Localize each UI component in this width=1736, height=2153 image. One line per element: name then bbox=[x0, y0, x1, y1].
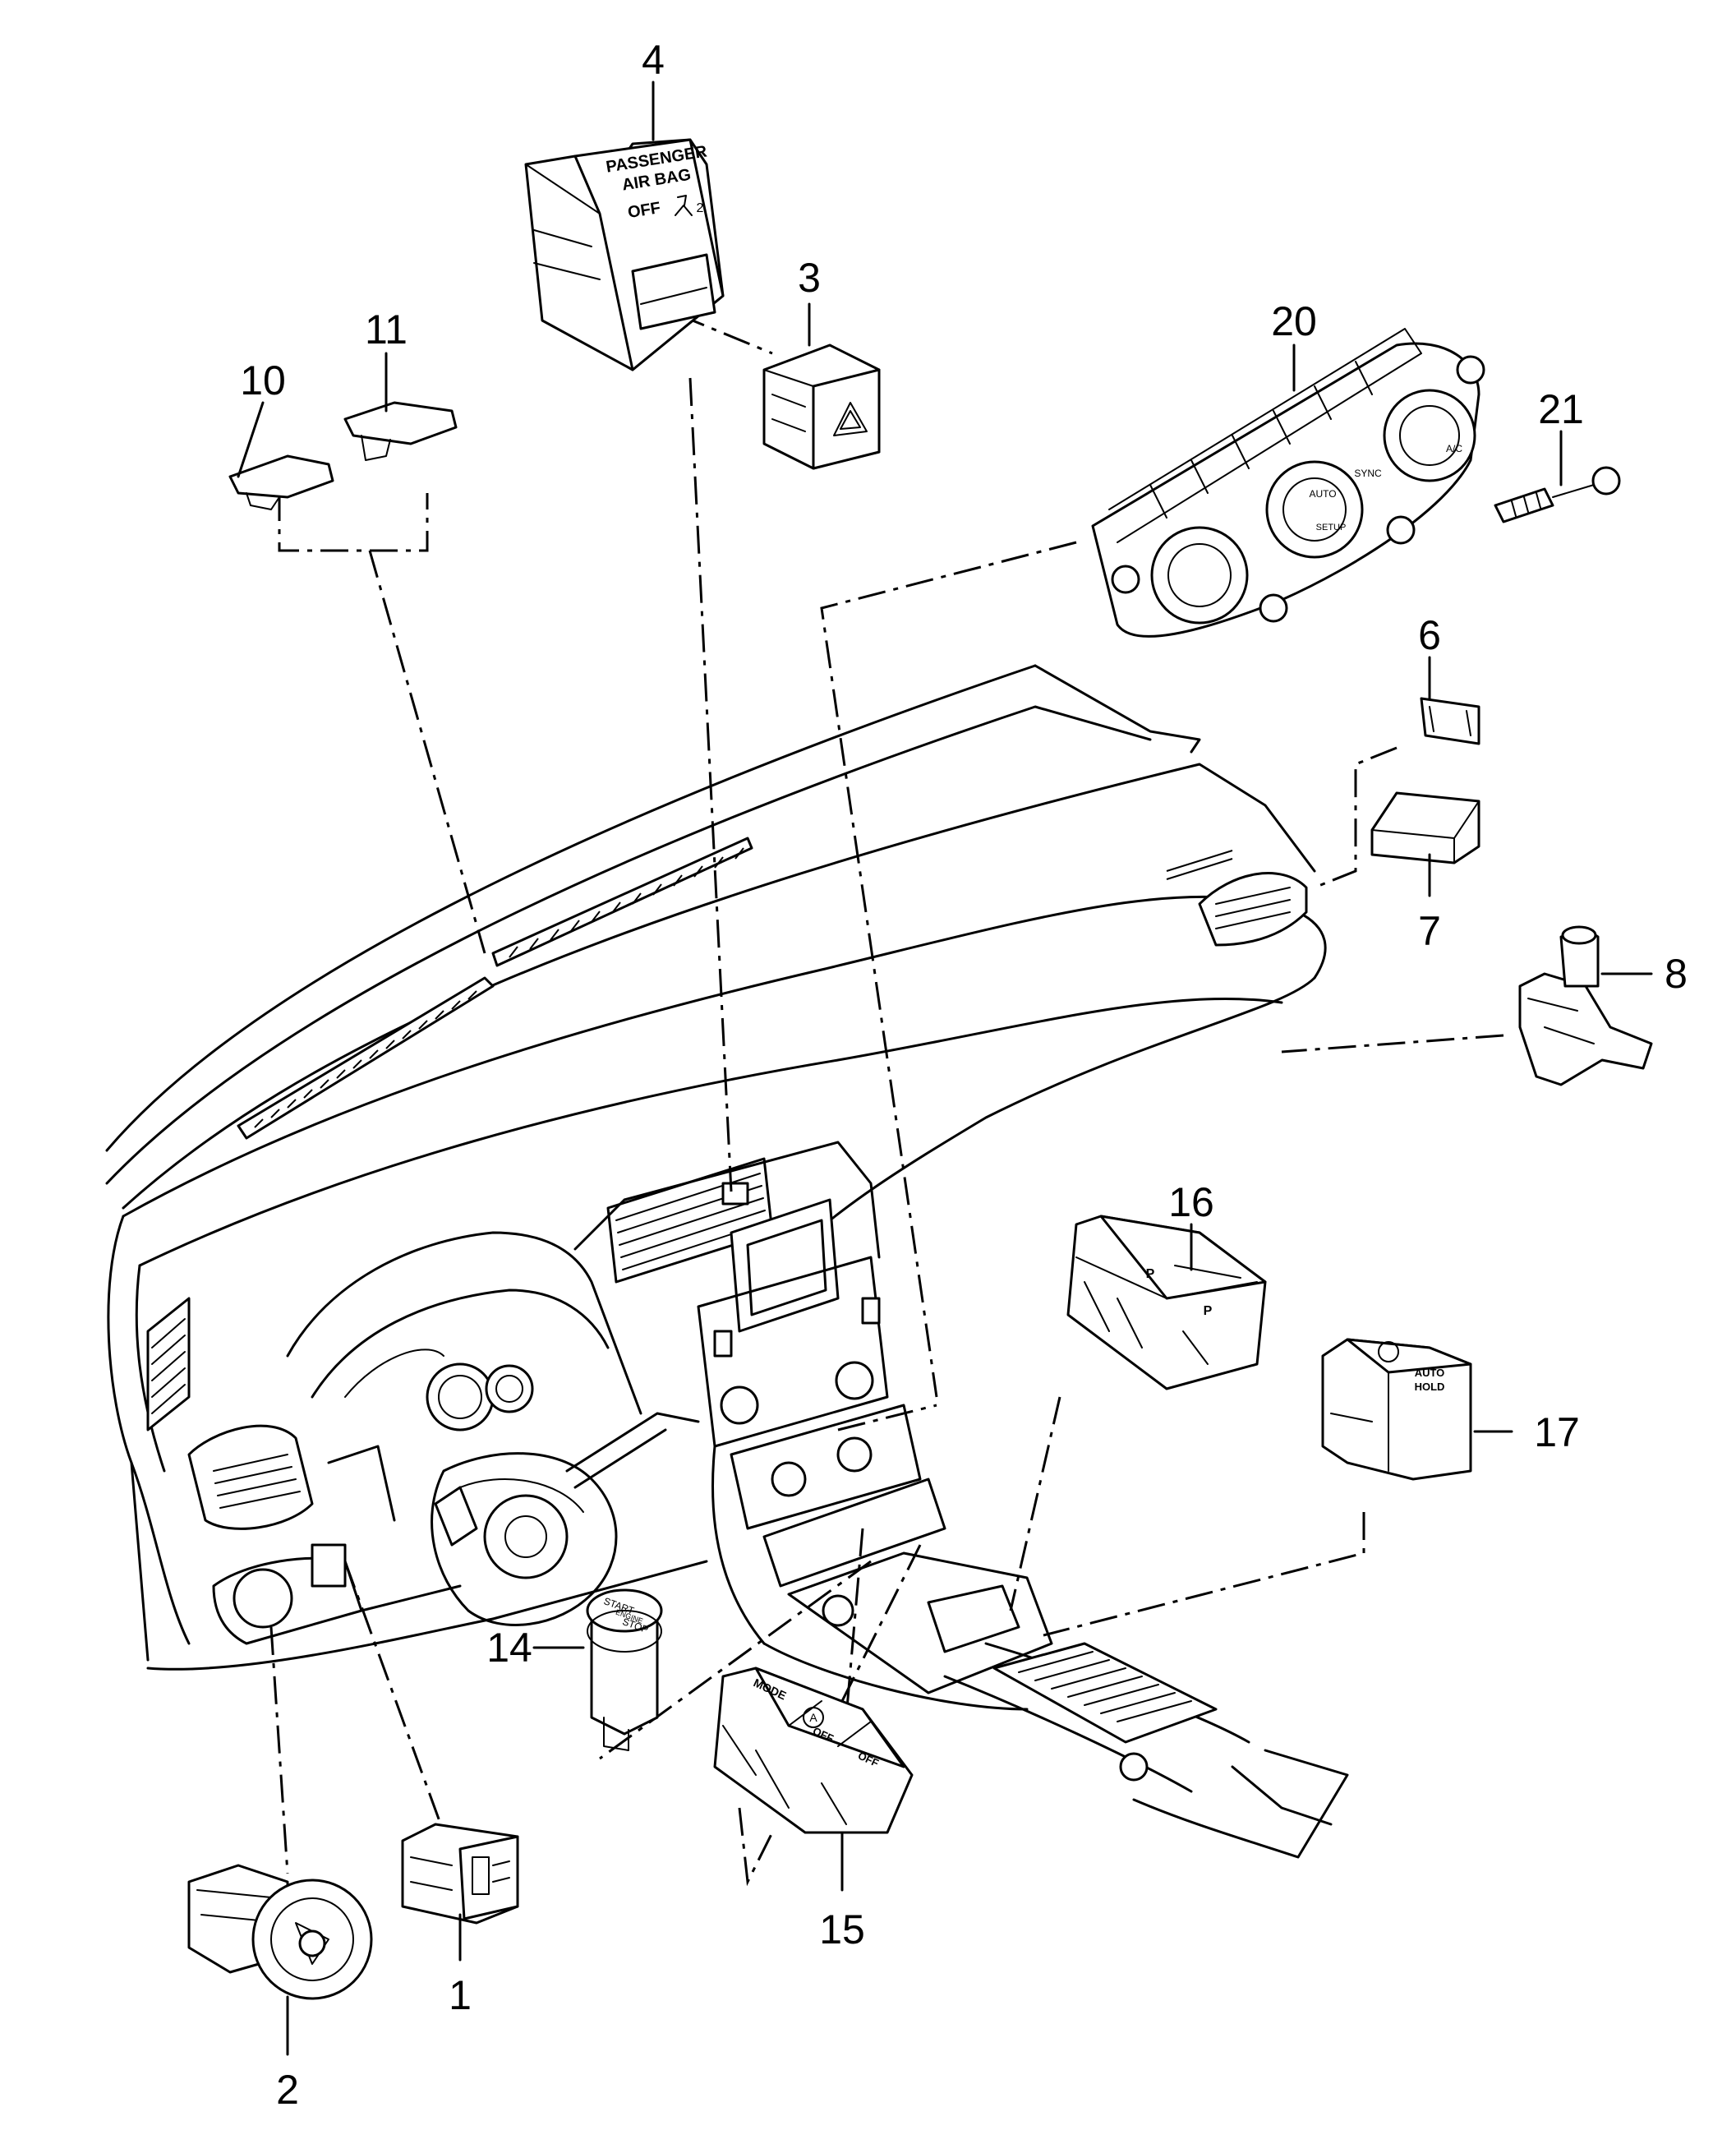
part-15-mode-switch: MODE A OFF OFF bbox=[713, 1667, 914, 1834]
a-symbol-label: A bbox=[809, 1711, 817, 1724]
callout-17: 17 bbox=[1534, 1409, 1580, 1455]
part-11-cover bbox=[343, 401, 458, 461]
part-16-park-switch: P P bbox=[1066, 1215, 1267, 1390]
park-p2-label: P bbox=[1204, 1304, 1213, 1318]
left-side-vent bbox=[146, 1297, 191, 1431]
part-8-sensor bbox=[1518, 925, 1653, 1086]
part-4-passenger-airbag-panel: PASSENGER AIR BAG OFF 2 bbox=[524, 138, 725, 371]
part-7-switch bbox=[1370, 791, 1480, 864]
callout-1: 1 bbox=[449, 1972, 472, 2018]
callout-15: 15 bbox=[819, 1906, 865, 1952]
hazard-triangle-icon bbox=[833, 402, 868, 436]
callout-14: 14 bbox=[486, 1625, 532, 1671]
part-1-switch bbox=[401, 1823, 519, 1925]
airbag-label-suffix: 2 bbox=[697, 201, 704, 215]
callout-8: 8 bbox=[1665, 951, 1688, 997]
part-6-insert bbox=[1420, 697, 1480, 745]
part-14-start-stop-button: START ENGINE STOP bbox=[586, 1588, 663, 1751]
parking-brake-icon bbox=[1378, 1341, 1399, 1362]
part-20-climate-control: AUTO SETUP SYNC A/C bbox=[1091, 328, 1485, 638]
instrument-cluster bbox=[286, 1231, 642, 1522]
climate-auto-label: AUTO bbox=[1309, 488, 1336, 500]
left-air-vent bbox=[187, 1424, 314, 1530]
callout-7: 7 bbox=[1418, 908, 1441, 954]
leader-lines bbox=[269, 294, 1504, 1887]
steering-wheel bbox=[431, 1412, 700, 1626]
climate-setup-label: SETUP bbox=[1316, 523, 1347, 532]
part-10-cover bbox=[228, 454, 334, 510]
a-off-icon bbox=[803, 1707, 824, 1728]
callout-11: 11 bbox=[365, 307, 408, 353]
callout-leaders bbox=[237, 81, 1653, 2056]
callout-10: 10 bbox=[240, 357, 286, 403]
lower-left-panel bbox=[130, 1461, 462, 1662]
center-console bbox=[762, 1551, 1349, 1859]
center-stack bbox=[711, 1404, 946, 1645]
callout-3: 3 bbox=[798, 255, 821, 301]
callout-6: 6 bbox=[1418, 612, 1441, 658]
part-21-bulb bbox=[1494, 466, 1621, 523]
callout-20: 20 bbox=[1271, 298, 1317, 344]
right-air-vent bbox=[1166, 850, 1308, 947]
callout-21: 21 bbox=[1538, 386, 1584, 432]
part-17-auto-hold-switch: AUTO HOLD bbox=[1321, 1338, 1472, 1481]
park-p-label: P bbox=[1146, 1267, 1155, 1281]
callout-4: 4 bbox=[642, 37, 665, 83]
callout-2: 2 bbox=[276, 2067, 299, 2113]
auto-hold-line1: AUTO bbox=[1415, 1367, 1445, 1379]
callout-numbers: 4 3 10 11 20 21 6 7 8 16 17 14 15 1 2 bbox=[240, 37, 1688, 2113]
part-3-hazard-switch bbox=[762, 343, 881, 470]
auto-hold-line2: HOLD bbox=[1415, 1381, 1445, 1393]
climate-sync-label: SYNC bbox=[1354, 468, 1382, 479]
part-2-headlight-switch bbox=[187, 1864, 373, 2000]
defrost-grille bbox=[237, 837, 753, 1140]
climate-ac-label: A/C bbox=[1446, 443, 1462, 454]
airbag-person-icon bbox=[675, 195, 693, 216]
callout-16: 16 bbox=[1168, 1179, 1214, 1225]
